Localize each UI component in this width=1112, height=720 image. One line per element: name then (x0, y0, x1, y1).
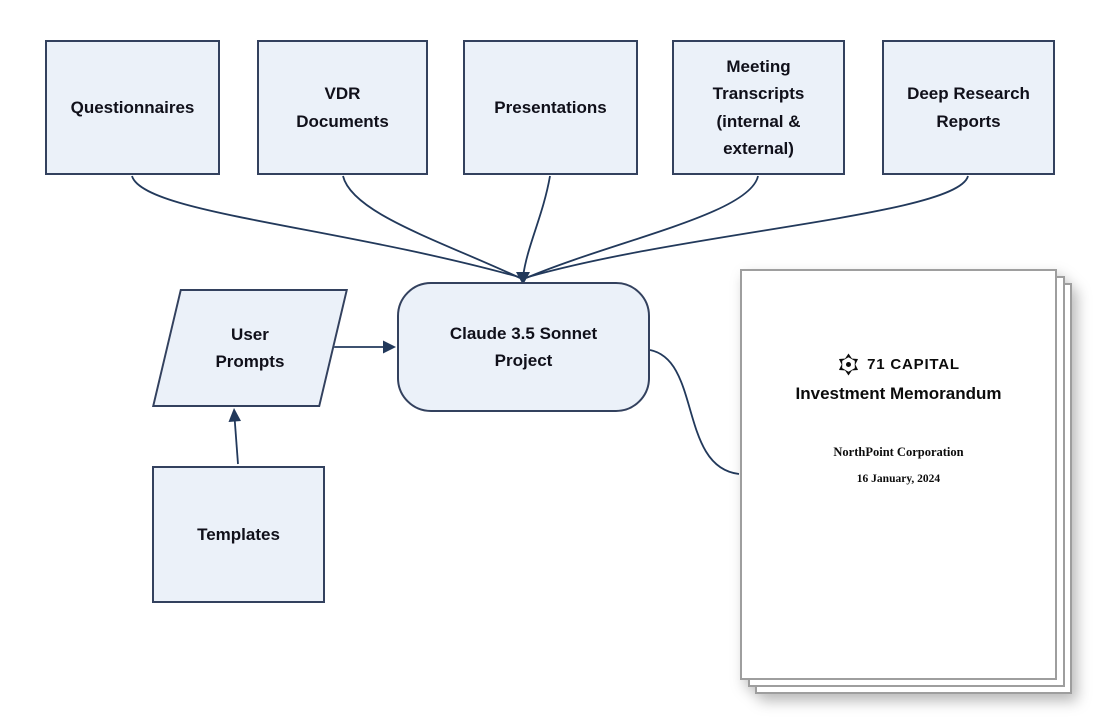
node-label: Claude 3.5 Sonnet Project (449, 323, 598, 370)
connector-meeting-transcripts (525, 175, 759, 279)
source-node-vdr-documents: VDR Documents (257, 40, 428, 175)
document-page-front: 71 CAPITAL Investment Memorandum NorthPo… (740, 269, 1057, 680)
node-label: Meeting Transcripts (internal & external… (712, 57, 805, 158)
claude-project-node: Claude 3.5 Sonnet Project (397, 282, 650, 412)
connector-questionnaires (131, 175, 520, 278)
document-title: Investment Memorandum (795, 384, 1002, 403)
user-prompts-node: User Prompts (151, 289, 349, 407)
company-name: NorthPoint Corporation (833, 445, 964, 459)
connector-vdr-documents (342, 175, 521, 279)
brand-row: 71 CAPITAL (742, 353, 1055, 376)
node-label: User Prompts (215, 324, 285, 371)
brand-name: 71 CAPITAL (867, 356, 960, 373)
connector-deep-research (527, 175, 969, 278)
source-node-deep-research-reports: Deep Research Reports (882, 40, 1055, 175)
source-node-presentations: Presentations (463, 40, 638, 175)
capital-starburst-logo-icon (839, 353, 859, 376)
arrowhead-templates (228, 408, 241, 422)
arrowhead-user-prompts (383, 340, 396, 354)
connector-output-document (649, 349, 740, 475)
node-label: Templates (197, 524, 280, 544)
source-node-meeting-transcripts: Meeting Transcripts (internal & external… (672, 40, 845, 175)
node-label: Questionnaires (70, 97, 195, 117)
node-label: Presentations (494, 97, 607, 117)
document-date: 16 January, 2024 (856, 473, 941, 485)
output-document-stack: 71 CAPITAL Investment Memorandum NorthPo… (740, 269, 1074, 696)
templates-node: Templates (152, 466, 325, 603)
source-node-questionnaires: Questionnaires (45, 40, 220, 175)
node-label: Deep Research Reports (907, 84, 1030, 131)
node-label: VDR Documents (296, 84, 389, 131)
connector-presentations (522, 175, 551, 278)
connector-templates (233, 420, 239, 465)
